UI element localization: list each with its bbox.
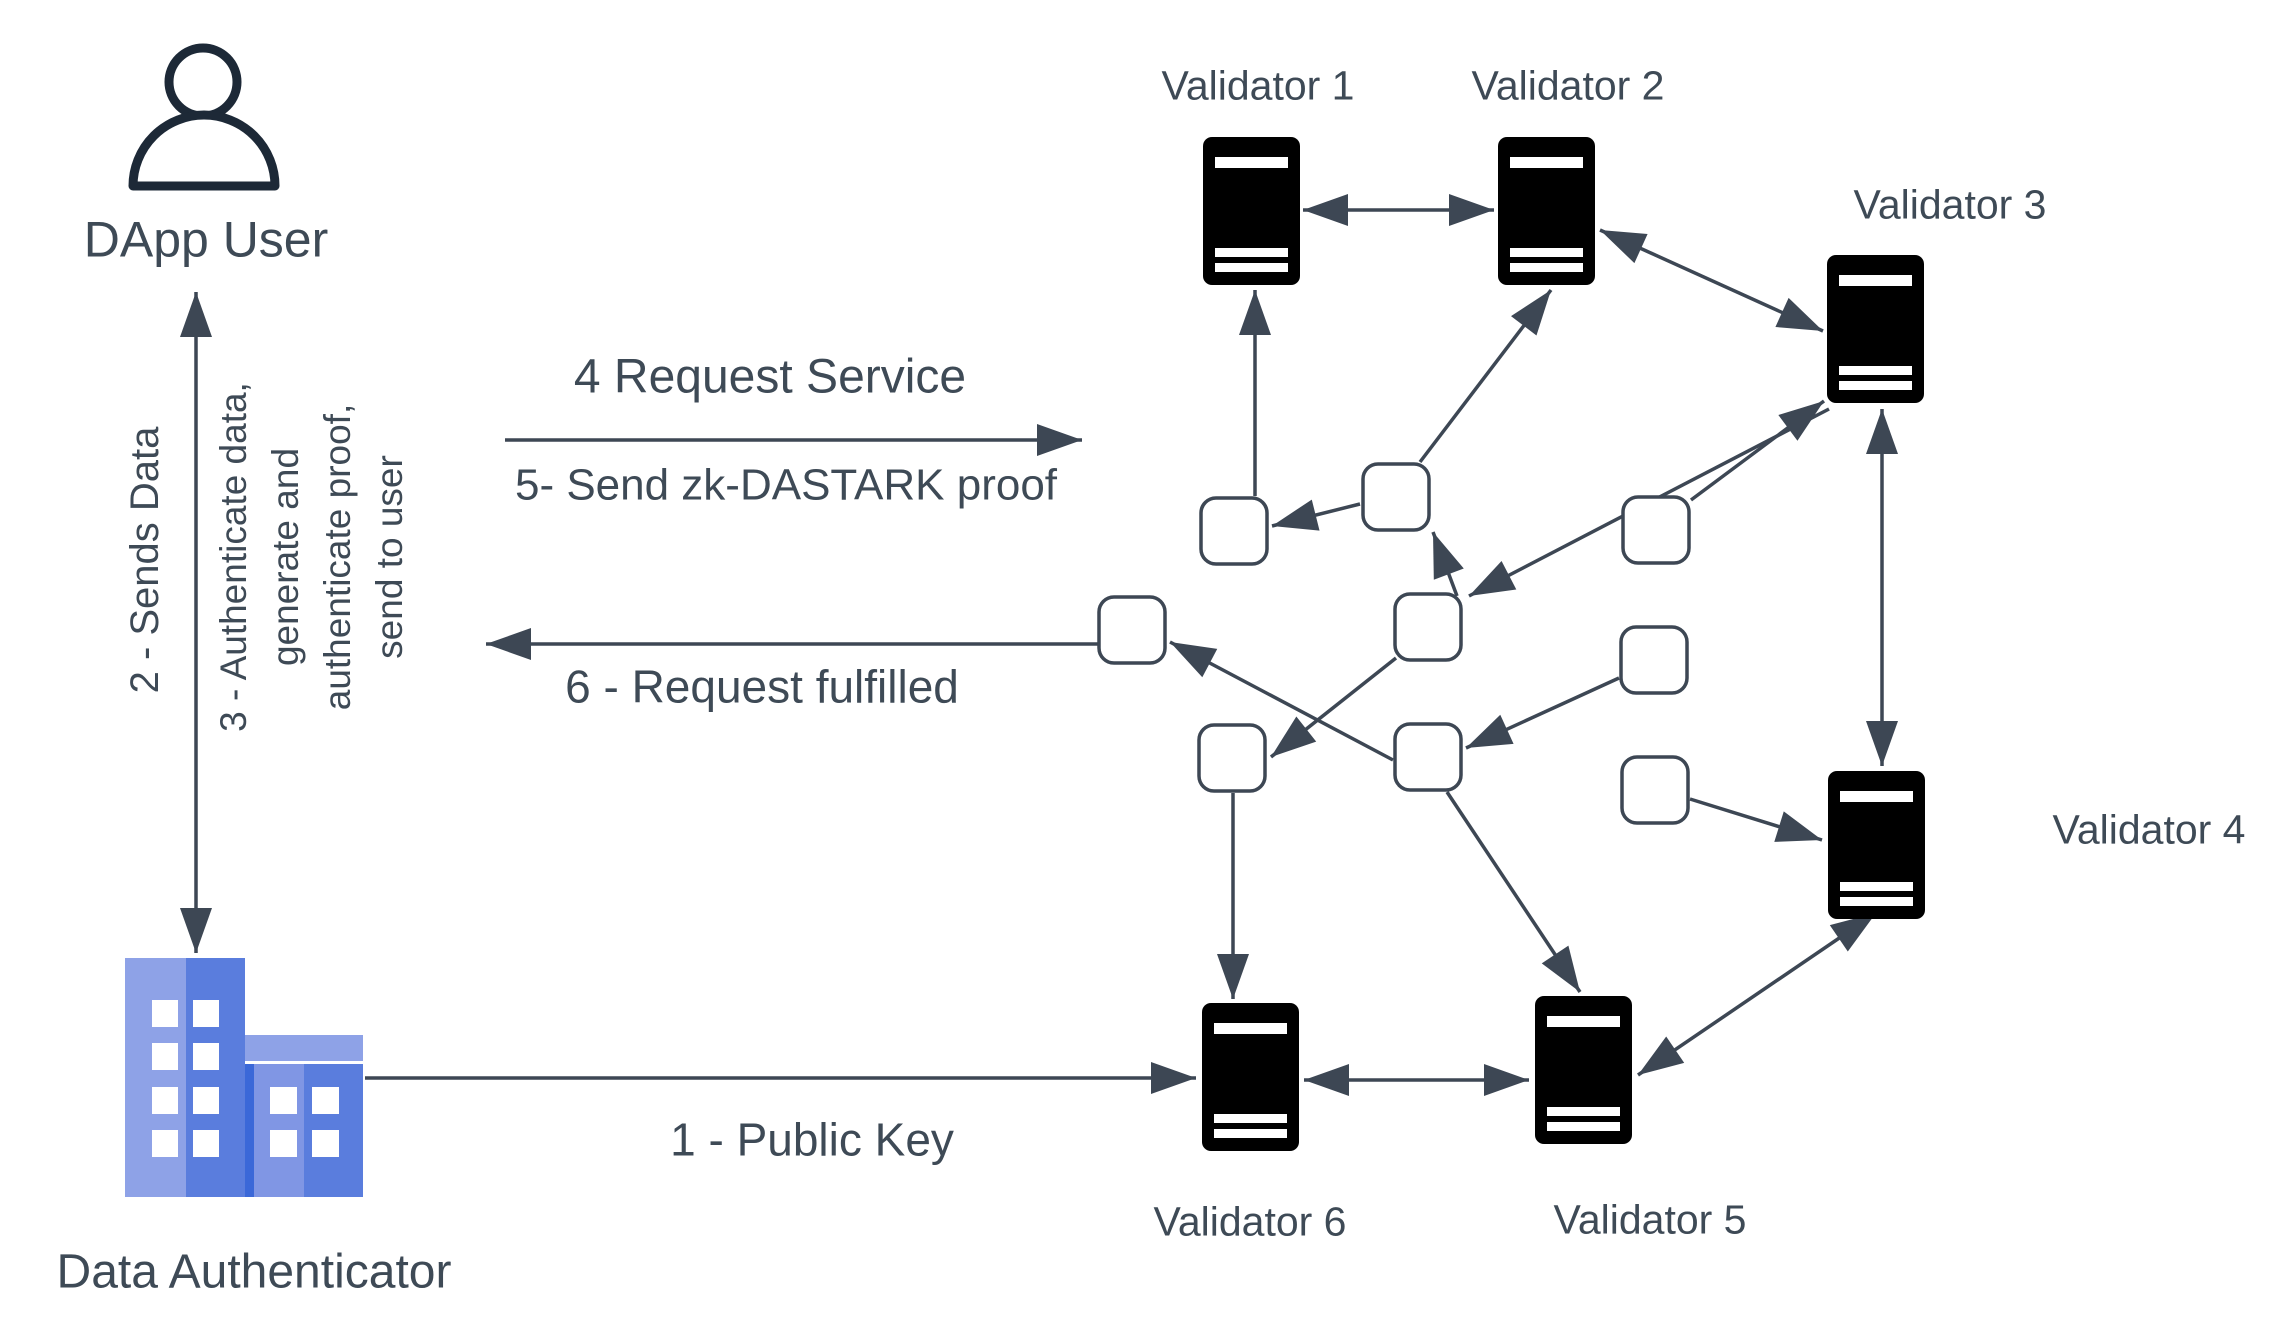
validator-5-label: Validator 5 xyxy=(1553,1196,1747,1243)
validators-layer xyxy=(1202,137,1925,1151)
building-icon xyxy=(125,958,363,1197)
relay-node-d xyxy=(1097,595,1167,665)
validator-1-label: Validator 1 xyxy=(1161,62,1355,109)
data-authenticator-label: Data Authenticator xyxy=(56,1245,452,1299)
building-windows xyxy=(152,1000,339,1157)
validator-3-server-icon xyxy=(1827,255,1924,403)
message-3-authenticate: 3 - Authenticate data, generate and auth… xyxy=(208,382,416,732)
message-2-sends-data: 2 - Sends Data xyxy=(123,426,167,694)
validator-4-label: Validator 4 xyxy=(2052,806,2246,853)
validator-1-server-icon xyxy=(1203,137,1300,285)
relay-node-a xyxy=(1199,496,1269,566)
arrow-i-v4 xyxy=(1689,797,1823,842)
message-3-line-2: generate and xyxy=(265,447,306,667)
validator-4-server-icon xyxy=(1828,771,1925,919)
arrow-h-d xyxy=(1169,640,1394,762)
relay-node-g xyxy=(1197,723,1267,793)
person-icon xyxy=(128,43,280,191)
validator-6-label: Validator 6 xyxy=(1153,1198,1347,1245)
validator-2-server-icon xyxy=(1498,137,1595,285)
arrow-b-v2 xyxy=(1418,288,1553,464)
relay-nodes-layer xyxy=(1097,462,1691,825)
arrow-b-a xyxy=(1271,499,1361,531)
relay-node-e xyxy=(1393,592,1463,662)
message-3-line-1: 3 - Authenticate data, xyxy=(213,382,254,732)
relay-node-b xyxy=(1361,462,1431,532)
dapp-user-label: DApp User xyxy=(83,211,329,268)
relay-node-c xyxy=(1621,495,1691,565)
arrow-c-v3 xyxy=(1689,399,1826,502)
validator-6-server-icon xyxy=(1202,1003,1299,1151)
arrow-v2-v3 xyxy=(1599,228,1824,333)
arrow-v4-v5 xyxy=(1637,911,1877,1077)
arrow-e-g xyxy=(1269,656,1398,759)
arrow-h-v5 xyxy=(1445,791,1582,993)
relay-node-f xyxy=(1619,625,1689,695)
arrow-e-b xyxy=(1431,531,1464,597)
message-3-line-4: send to user xyxy=(369,455,410,659)
message-5-send-proof: 5- Send zk-DASTARK proof xyxy=(514,460,1058,510)
message-4-request-service: 4 Request Service xyxy=(573,350,967,404)
message-1-public-key: 1 - Public Key xyxy=(670,1113,954,1166)
relay-node-i xyxy=(1620,755,1690,825)
arrow-f-h xyxy=(1465,676,1620,750)
message-6-request-fulfilled: 6 - Request fulfilled xyxy=(565,660,959,713)
validator-2-label: Validator 2 xyxy=(1471,62,1665,109)
validator-5-server-icon xyxy=(1535,996,1632,1144)
validator-3-label: Validator 3 xyxy=(1853,181,2047,228)
relay-node-h xyxy=(1393,722,1463,792)
message-3-line-3: authenticate proof, xyxy=(317,403,358,711)
